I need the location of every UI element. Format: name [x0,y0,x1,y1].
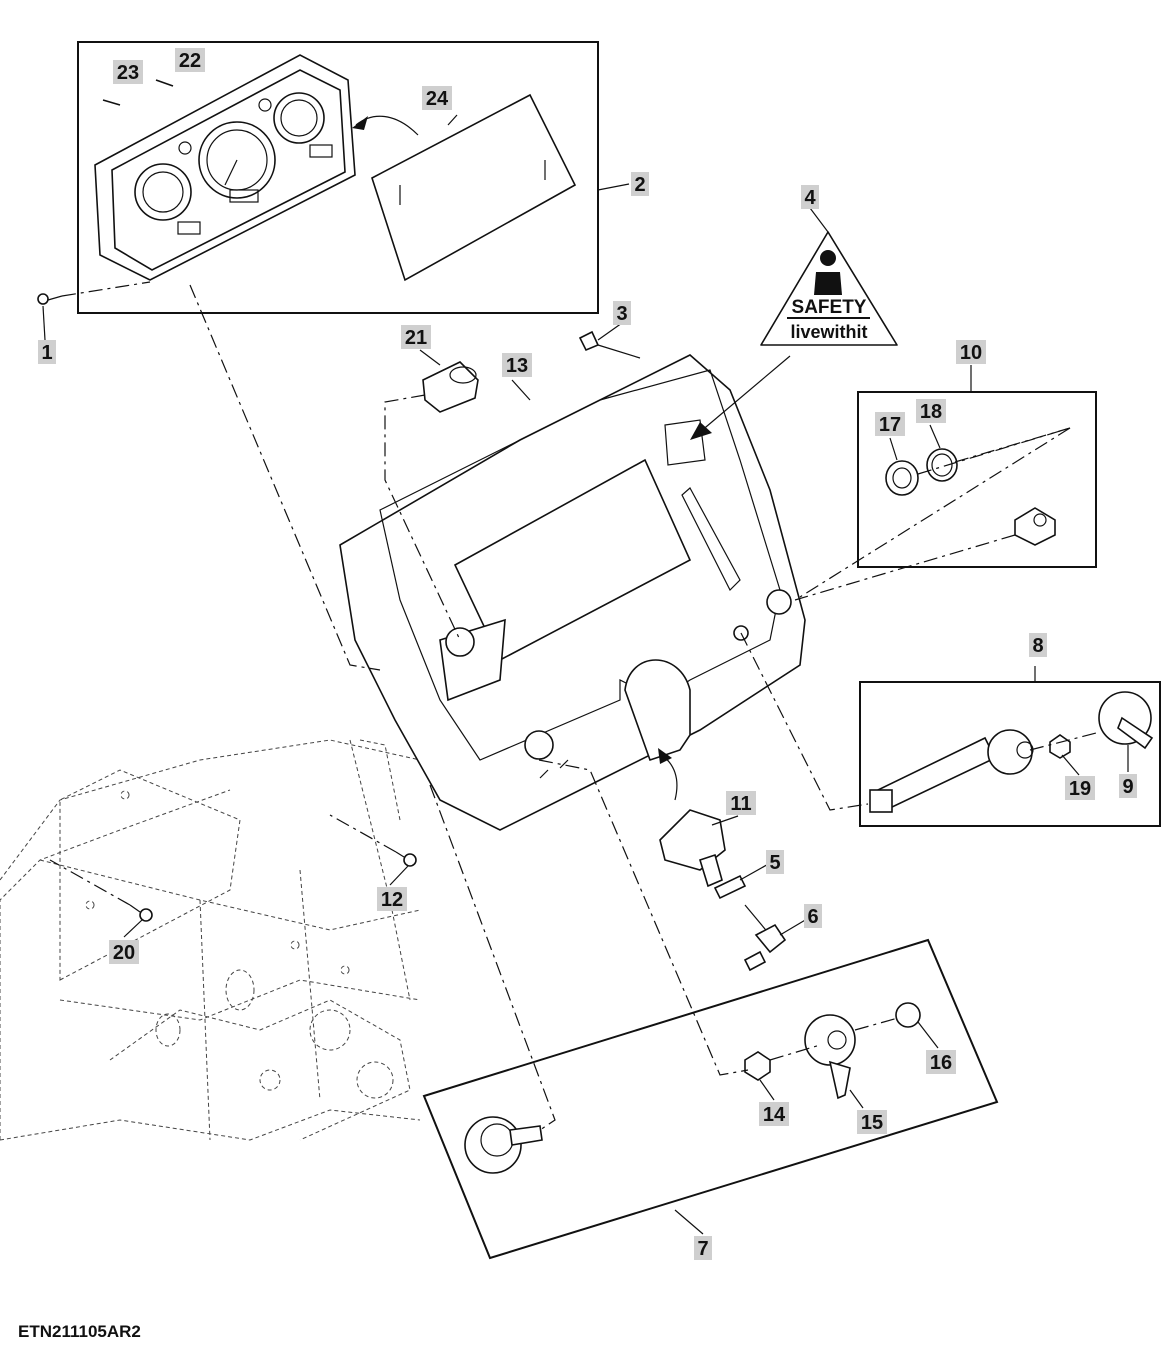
group-box-10 [857,391,1097,568]
callout-box [1029,633,1047,657]
safety-decal-slogan: livewithit [790,322,867,342]
callout-box [502,353,532,377]
callout-label: 16 [930,1052,952,1074]
bulb-22 [155,79,174,87]
dash-panel-13 [339,354,806,831]
callout-16: 16 [926,1050,956,1074]
group-box-2 [77,41,599,314]
callout-18: 18 [916,399,946,423]
figure-id: ETN211105AR2 [18,1322,141,1341]
callout-24: 24 [422,86,452,110]
bulb-23 [102,99,121,106]
callout-5: 5 [766,850,784,874]
callout-label: 9 [1122,776,1133,798]
group-box-8 [859,681,1161,827]
callout-label: 20 [113,942,135,964]
callout-14: 14 [759,1102,789,1126]
callout-box [926,1050,956,1074]
callout-box [804,904,822,928]
callout-box [857,1110,887,1134]
callout-box [916,399,946,423]
callout-label: 18 [920,401,942,423]
callout-box [875,412,905,436]
screw-12 [329,814,417,867]
callout-label: 13 [506,355,528,377]
screw-1 [37,281,381,671]
callout-label: 24 [426,88,449,110]
callout-box [175,48,205,72]
callout-box [401,325,431,349]
group-8 [740,632,1161,827]
callout-10: 10 [956,340,986,364]
callout-label: 2 [634,174,645,196]
callout-label: 22 [179,50,201,72]
callout-box [1119,774,1137,798]
callout-box [694,1236,712,1260]
callout-box [113,60,143,84]
callout-17: 17 [875,412,905,436]
callout-4: 4 [801,185,819,209]
callout-label: 6 [807,906,818,928]
callout-box [38,340,56,364]
screw-20 [49,859,153,922]
callout-box [109,940,139,964]
clip-3 [578,330,600,352]
group-7 [422,759,999,1260]
callout-15: 15 [857,1110,887,1134]
group-box-7 [422,938,999,1260]
callout-13: 13 [502,353,532,377]
callout-1: 1 [38,340,56,364]
callout-2: 2 [631,172,649,196]
callout-box [759,1102,789,1126]
callout-23: 23 [113,60,143,84]
callout-box [631,172,649,196]
callout-21: 21 [401,325,431,349]
callout-label: 4 [804,187,816,209]
callout-label: 17 [879,414,901,436]
callout-20: 20 [109,940,139,964]
instrument-cluster-group [77,41,599,314]
callout-box [377,887,407,911]
callout-box [766,850,784,874]
callout-11: 11 [726,791,756,815]
callout-8: 8 [1029,633,1047,657]
callout-label: 1 [41,342,52,364]
callout-label: 21 [405,327,427,349]
cab-frame-background [0,739,421,1141]
leader-lines [42,114,1129,1235]
callout-label: 12 [381,889,403,911]
callout-label: 10 [960,342,982,364]
callout-22: 22 [175,48,205,72]
callout-box [1065,776,1095,800]
callout-label: 15 [861,1112,883,1134]
callout-label: 7 [697,1238,708,1260]
callout-box [613,301,631,325]
callout-9: 9 [1119,774,1137,798]
power-socket-21 [384,361,479,641]
callout-box [422,86,452,110]
safety-decal-4: SAFETY livewithit [690,231,898,440]
callout-19: 19 [1065,776,1095,800]
callout-label: 19 [1069,778,1091,800]
callout-12: 12 [377,887,407,911]
group-10 [794,391,1097,601]
callout-6: 6 [804,904,822,928]
callout-3: 3 [613,301,631,325]
callout-label: 11 [730,793,751,815]
callout-label: 8 [1032,635,1043,657]
callout-label: 5 [769,852,780,874]
callout-box [956,340,986,364]
callout-7: 7 [694,1236,712,1260]
callout-label: 23 [117,62,139,84]
callout-label: 14 [763,1104,786,1126]
callout-box [726,791,756,815]
callout-label: 3 [616,303,627,325]
safety-decal-title: SAFETY [792,297,867,318]
lens-cover-24 [371,93,577,282]
ignition-group [658,748,787,972]
instrument-cluster [94,54,356,281]
callout-box [801,185,819,209]
